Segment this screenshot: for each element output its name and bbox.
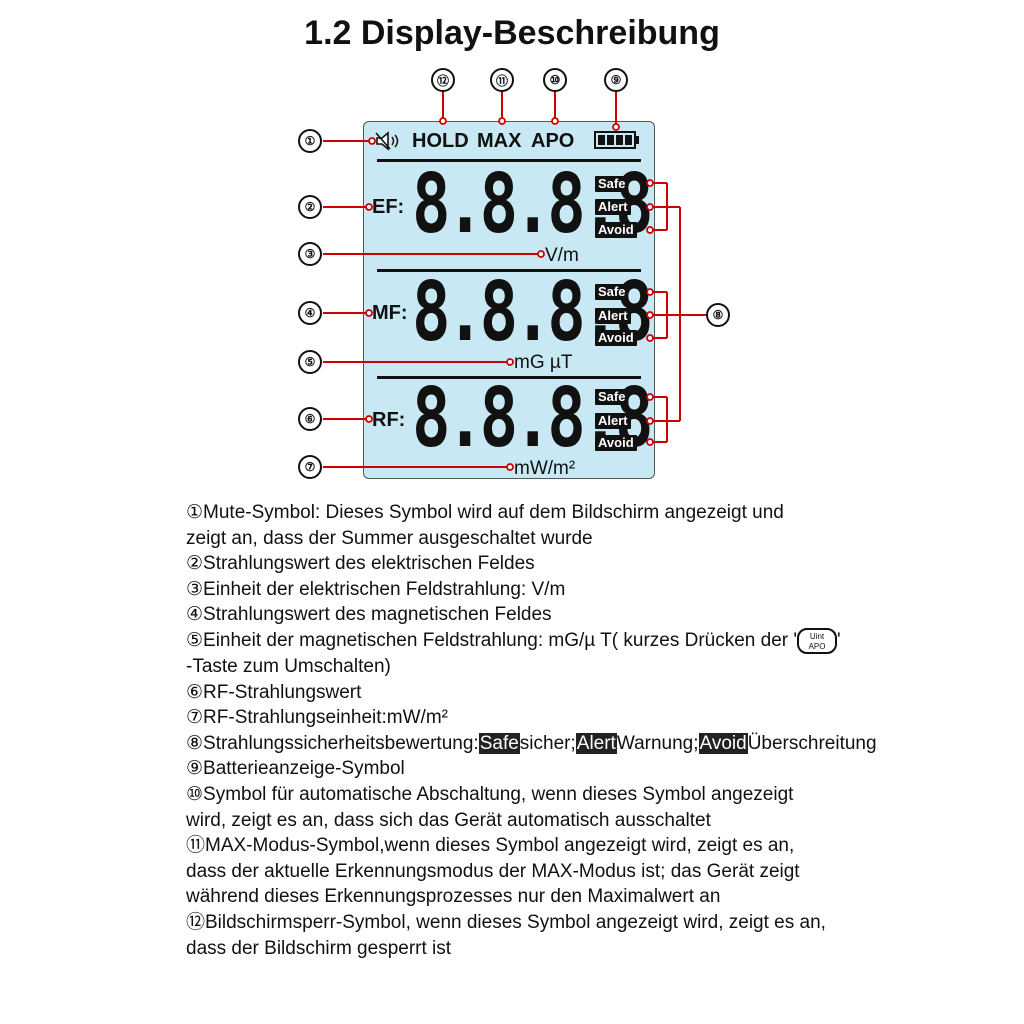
- mf-unit: mG µT: [514, 352, 573, 373]
- callout-1: ①: [298, 129, 322, 153]
- desc-line: ③Einheit der elektrischen Feldstrahlung:…: [186, 578, 566, 600]
- lcd-separator: [377, 269, 641, 272]
- desc-line: ⑤Einheit der magnetischen Feldstrahlung:…: [186, 627, 986, 654]
- desc-line: während dieses Erkennungsprozesses nur d…: [186, 886, 721, 908]
- callout-4: ④: [298, 301, 322, 325]
- ef-label: EF:: [372, 196, 405, 218]
- alert-highlight: Alert: [575, 732, 617, 754]
- rf-unit: mW/m²: [514, 458, 576, 479]
- callout-8: ⑧: [706, 303, 730, 327]
- desc-line: ⑨Batterieanzeige-Symbol: [186, 758, 405, 780]
- safe-badge: Safe: [595, 389, 629, 405]
- hold-label: HOLD: [412, 130, 469, 152]
- callout-9: ⑨: [604, 68, 628, 92]
- callout-3: ③: [298, 242, 322, 266]
- callout-11: ⑪: [490, 68, 514, 92]
- callout-2: ②: [298, 195, 322, 219]
- desc-line: ⑥RF-Strahlungswert: [186, 681, 362, 703]
- desc-line: ⑫Bildschirmsperr-Symbol, wenn dieses Sym…: [186, 911, 826, 933]
- avoid-badge: Avoid: [595, 222, 637, 238]
- safe-badge: Safe: [595, 176, 629, 192]
- apo-label: APO: [531, 130, 575, 152]
- callout-5: ⑤: [298, 350, 322, 374]
- alert-badge: Alert: [595, 308, 631, 324]
- callout-10: ⑩: [543, 68, 567, 92]
- safe-badge: Safe: [595, 284, 629, 300]
- mf-label: MF:: [372, 302, 408, 324]
- rf-label: RF:: [372, 409, 406, 431]
- description-list: ①Mute-Symbol: Dieses Symbol wird auf dem…: [186, 500, 986, 961]
- avoid-highlight: Avoid: [698, 732, 748, 754]
- desc-line: dass der Bildschirm gesperrt ist: [186, 937, 452, 959]
- desc-line: ⑩Symbol für automatische Abschaltung, we…: [186, 783, 794, 805]
- avoid-badge: Avoid: [595, 435, 637, 451]
- mute-icon: [374, 131, 402, 151]
- desc-line: wird, zeigt es an, dass sich das Gerät a…: [186, 809, 711, 831]
- desc-line: dass der aktuelle Erkennungsmodus der MA…: [186, 860, 800, 882]
- desc-line: ②Strahlungswert des elektrischen Feldes: [186, 553, 535, 575]
- desc-line: ④Strahlungswert des magnetischen Feldes: [186, 604, 552, 626]
- avoid-badge: Avoid: [595, 330, 637, 346]
- safe-highlight: Safe: [478, 732, 520, 754]
- battery-icon: [594, 131, 640, 149]
- alert-badge: Alert: [595, 199, 631, 215]
- desc-line: ⑧Strahlungssicherheitsbewertung:Safesich…: [186, 732, 877, 754]
- lcd-separator: [377, 376, 641, 379]
- desc-line: zeigt an, dass der Summer ausgeschaltet …: [186, 527, 593, 549]
- max-label: MAX: [477, 130, 522, 152]
- lcd-separator: [377, 159, 641, 162]
- page-title: 1.2 Display-Beschreibung: [304, 14, 720, 52]
- desc-line: ⑦RF-Strahlungseinheit:mW/m²: [186, 707, 448, 729]
- desc-line: ①Mute-Symbol: Dieses Symbol wird auf dem…: [186, 502, 784, 523]
- callout-6: ⑥: [298, 407, 322, 431]
- ef-unit: V/m: [545, 245, 579, 266]
- alert-badge: Alert: [595, 413, 631, 429]
- callout-7: ⑦: [298, 455, 322, 479]
- desc-line: -Taste zum Umschalten): [186, 655, 391, 677]
- callout-12: ⑫: [431, 68, 455, 92]
- desc-line: ⑪MAX-Modus-Symbol,wenn dieses Symbol ang…: [186, 835, 795, 857]
